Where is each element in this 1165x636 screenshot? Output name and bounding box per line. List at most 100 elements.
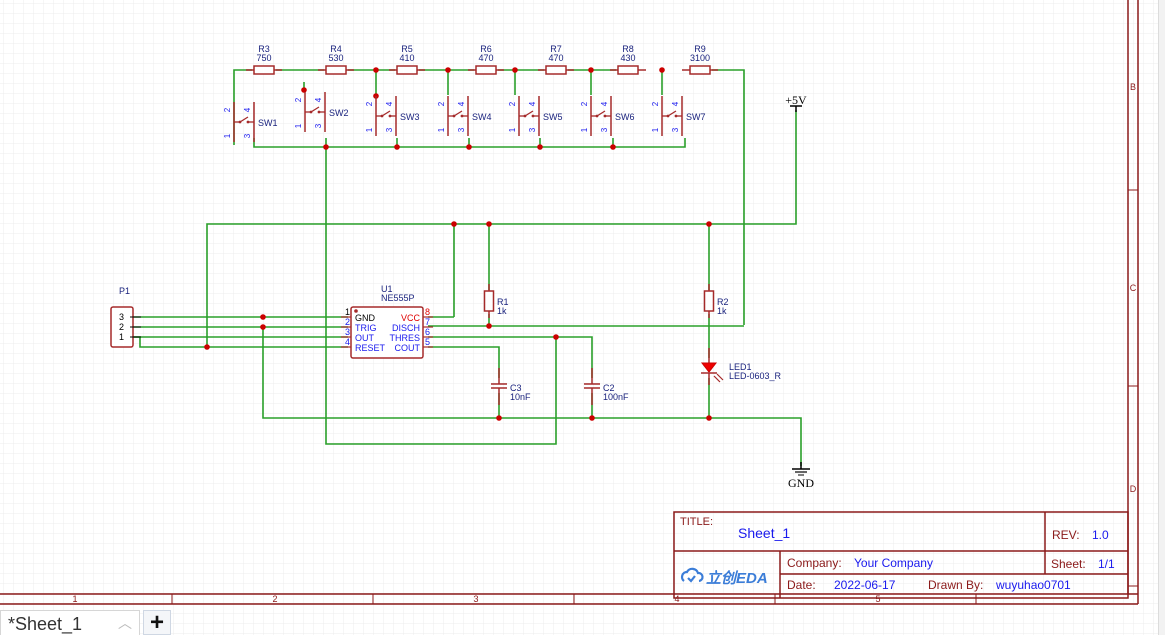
resistor-value: 3100 <box>690 53 710 63</box>
u1-pin-name: RESET <box>355 343 386 353</box>
capacitor-c3[interactable]: C3 10nF <box>491 368 531 405</box>
sheet-label: Sheet: <box>1051 557 1086 571</box>
switch-ref: SW2 <box>329 108 349 118</box>
led-led1[interactable]: LED1 LED-0603_R <box>700 348 782 385</box>
u1-pin-num: 7 <box>425 317 430 327</box>
tab-label: *Sheet_1 <box>8 614 83 634</box>
drawn-by-value: wuyuhao0701 <box>995 578 1071 592</box>
light-emission-icon <box>713 373 724 383</box>
switch-ref: SW3 <box>400 112 420 122</box>
r1-ref: R1 <box>497 297 509 307</box>
p1-ref: P1 <box>119 286 130 296</box>
switch-pin-num: 4 <box>528 101 537 106</box>
u1-pin-name: COUT <box>395 343 421 353</box>
sheet-frame <box>0 0 1139 605</box>
tab-sheet-1[interactable]: *Sheet_1 ︿ <box>0 610 140 635</box>
led1-ref: LED1 <box>729 362 752 372</box>
frame-col-label: 5 <box>875 594 880 604</box>
c3-ref: C3 <box>510 383 522 393</box>
cloud-logo-icon <box>680 567 704 583</box>
u1-pin-name: DISCH <box>392 323 420 333</box>
frame-col-label: 1 <box>72 594 77 604</box>
drawn-by-label: Drawn By: <box>928 578 983 592</box>
title-label: TITLE: <box>680 516 713 528</box>
c2-ref: C2 <box>603 383 615 393</box>
resistor-ref: R8 <box>622 44 634 54</box>
u1-pin-num: 3 <box>345 327 350 337</box>
resistor-value: 750 <box>256 53 271 63</box>
resistor-value: 470 <box>478 53 493 63</box>
resistor-r1[interactable]: R1 1k <box>483 284 509 318</box>
switch-pin-num: 1 <box>223 133 232 138</box>
switch-pin-num: 1 <box>508 127 517 132</box>
sheet-title: Sheet_1 <box>738 525 790 541</box>
switch-pin-num: 2 <box>223 107 232 112</box>
resistor-r2[interactable]: R2 1k <box>703 284 729 318</box>
switch-pin-num: 3 <box>457 127 466 132</box>
gnd-power-symbol[interactable]: GND <box>788 462 814 490</box>
wires <box>133 69 802 466</box>
resistor-ref: R7 <box>550 44 562 54</box>
u1-pin-num: 8 <box>425 307 430 317</box>
u1-ref: U1 <box>381 284 393 294</box>
resistor-ref: R3 <box>258 44 270 54</box>
date-label: Date: <box>787 578 816 592</box>
switch-pin-num: 2 <box>580 101 589 106</box>
capacitor-c2[interactable]: C2 100nF <box>584 368 629 405</box>
ic-u1-ne555p[interactable]: U1 NE555P 1 2 3 4 GND TRIG OUT RESET VCC… <box>341 284 433 359</box>
u1-pin-name: THRES <box>389 333 420 343</box>
lceda-logo: 立创EDA <box>680 567 768 587</box>
vcc-label: +5V <box>785 93 807 107</box>
u1-pin-name: VCC <box>401 313 421 323</box>
chevron-up-icon[interactable]: ︿ <box>118 615 132 631</box>
switch-pin-num: 1 <box>365 127 374 132</box>
add-sheet-button[interactable]: + <box>143 610 171 635</box>
resistor-ref: R5 <box>401 44 413 54</box>
u1-pin-num: 4 <box>345 337 350 347</box>
resistor-value: 530 <box>328 53 343 63</box>
switch-pin-num: 2 <box>651 101 660 106</box>
r2-ref: R2 <box>717 297 729 307</box>
junctions <box>204 67 712 421</box>
switch-ref: SW1 <box>258 118 278 128</box>
frame-row-label: C <box>1130 283 1137 293</box>
switch-pin-num: 4 <box>243 107 252 112</box>
u1-pin-name: TRIG <box>355 323 377 333</box>
title-block <box>673 511 1129 599</box>
gnd-label: GND <box>788 476 814 490</box>
p1-pin: 3 <box>119 312 124 322</box>
switch-pin-num: 3 <box>314 123 323 128</box>
switch-pin-num: 4 <box>600 101 609 106</box>
frame-row-label: B <box>1130 82 1136 92</box>
u1-pin-num: 1 <box>345 307 350 317</box>
company-value: Your Company <box>854 556 933 570</box>
resistor-value: 470 <box>548 53 563 63</box>
switch-ref: SW5 <box>543 112 563 122</box>
sheet-value: 1/1 <box>1098 557 1115 571</box>
resistor-value: 410 <box>399 53 414 63</box>
vcc-power-symbol[interactable]: +5V <box>785 93 807 112</box>
frame-col-label: 2 <box>272 594 277 604</box>
switch-ref: SW6 <box>615 112 635 122</box>
vertical-scrollbar[interactable] <box>1158 0 1165 635</box>
switch-pin-num: 1 <box>437 127 446 132</box>
connector-p1[interactable]: P1 3 2 1 <box>110 286 141 348</box>
switch-pin-num: 2 <box>365 101 374 106</box>
switch-pin-num: 3 <box>600 127 609 132</box>
switch-pin-num: 4 <box>385 101 394 106</box>
